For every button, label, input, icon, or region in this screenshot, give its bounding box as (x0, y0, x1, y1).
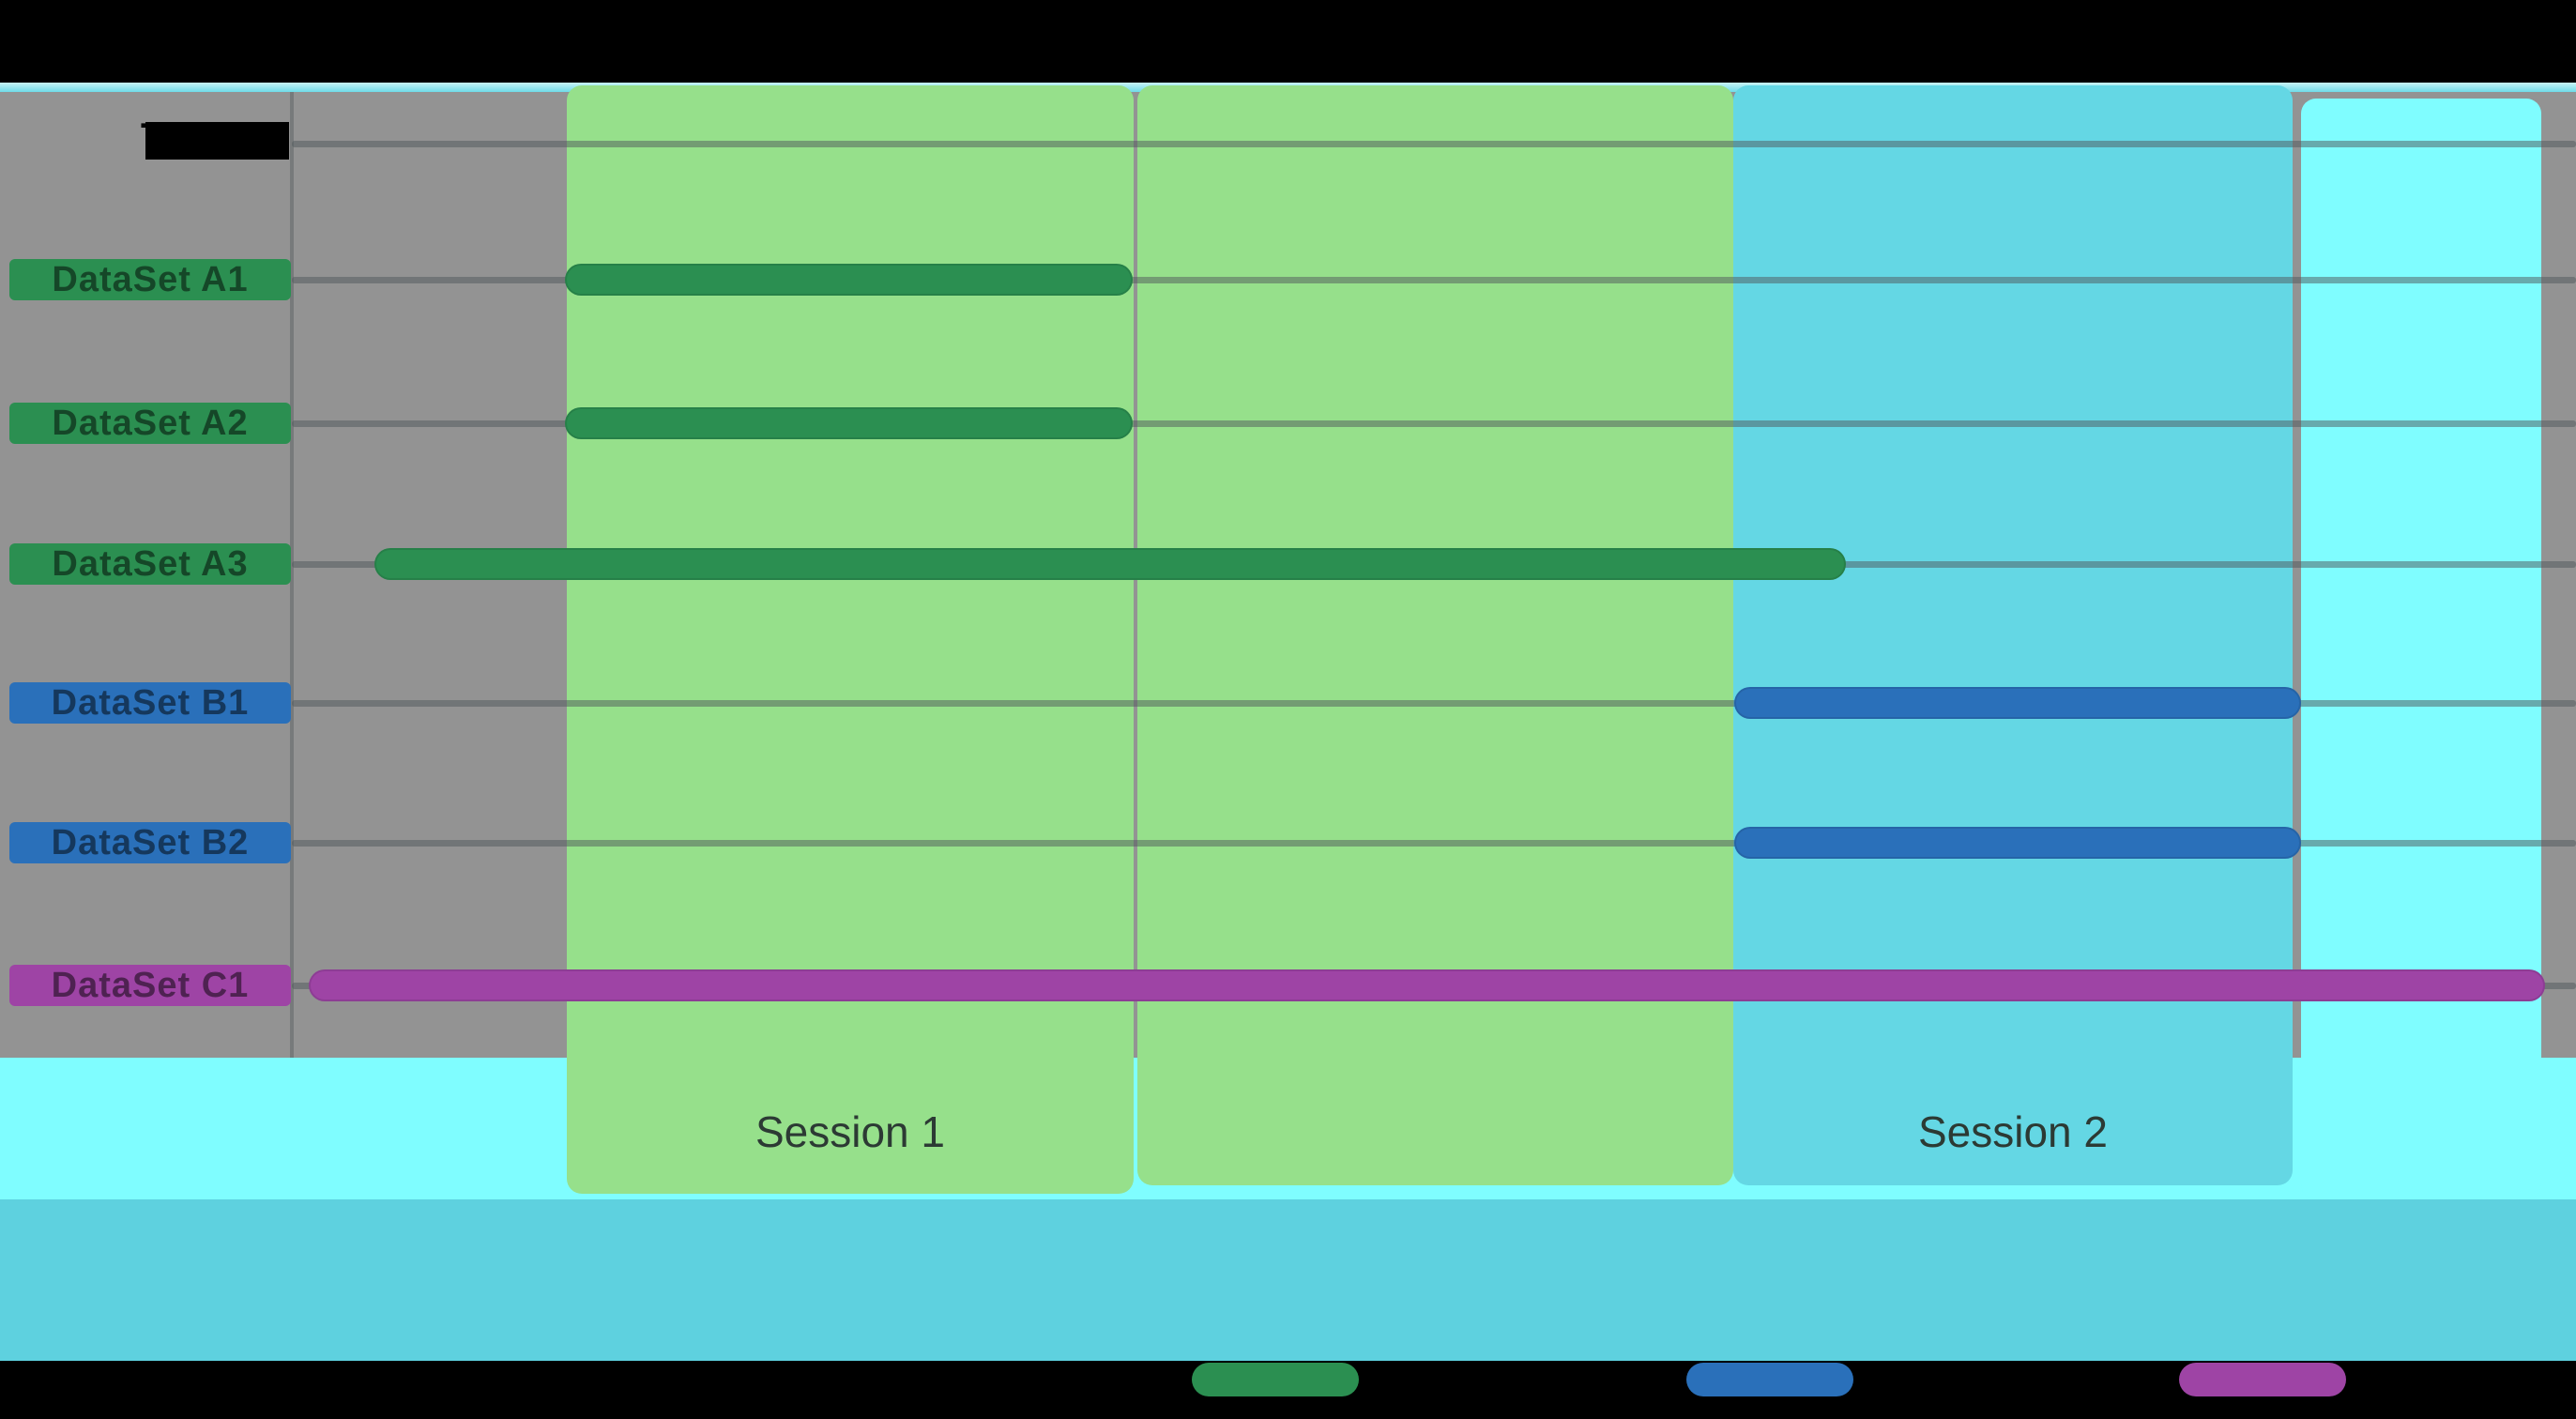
session-block-unlabeled-3 (2301, 99, 2541, 1199)
row-gridline (292, 141, 2576, 147)
session-label-3: Session 2 (1917, 1107, 2108, 1156)
row-label-pill-5: DataSet B2 (9, 822, 291, 863)
row-label-pill-1: DataSet A1 (9, 259, 291, 300)
row-gridline (292, 700, 2576, 707)
task-bar-row-1 (565, 264, 1133, 296)
legend-swatch-1 (1192, 1363, 1359, 1396)
task-bar-row-3 (374, 548, 1846, 580)
task-bar-row-6 (309, 969, 2545, 1001)
row-gridline (292, 277, 2576, 283)
task-bar-row-5 (1734, 827, 2301, 859)
legend-swatch-2 (1686, 1363, 1853, 1396)
row-label-pill-3: DataSet A3 (9, 543, 291, 585)
session-block-unlabeled-1 (1137, 85, 1733, 1185)
footer-cyan-band (0, 1199, 2576, 1361)
row-gridline (292, 420, 2576, 427)
legend-swatch-3 (2179, 1363, 2346, 1396)
session-block-session-1 (567, 85, 1134, 1194)
task-bar-row-4 (1734, 687, 2301, 719)
session-label-1: Session 1 (755, 1107, 945, 1156)
row-label-pill-6: DataSet C1 (9, 965, 291, 1006)
session-block-session-2 (1733, 85, 2293, 1185)
redaction-box-tasks-header (145, 122, 289, 160)
row-gridline (292, 840, 2576, 847)
row-label-pill-4: DataSet B1 (9, 682, 291, 724)
row-label-pill-2: DataSet A2 (9, 403, 291, 444)
axis-gutter-line (290, 92, 294, 1058)
task-bar-row-2 (565, 407, 1133, 439)
